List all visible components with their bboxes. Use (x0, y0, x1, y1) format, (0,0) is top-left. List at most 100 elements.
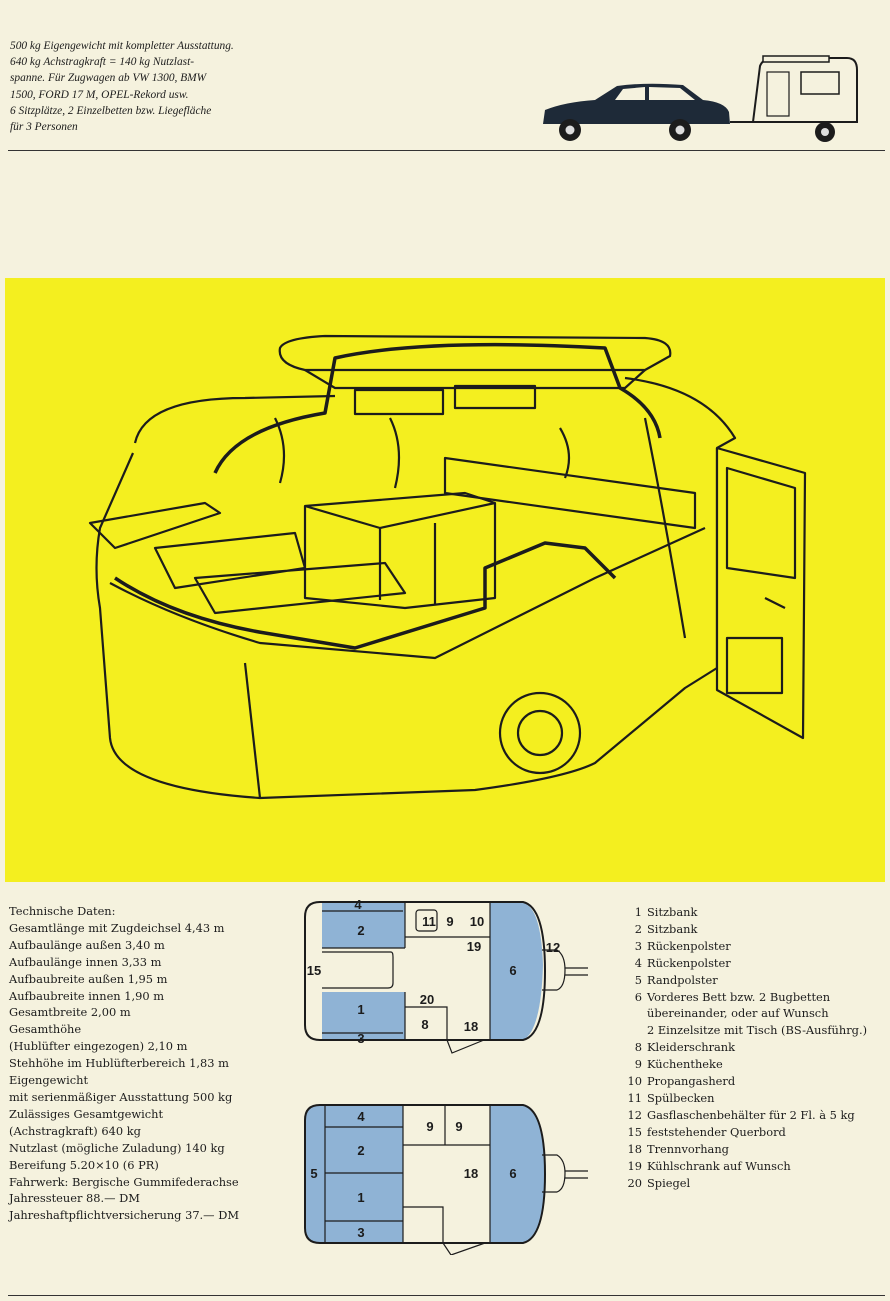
legend-item: 9 Küchentheke (626, 1056, 867, 1073)
plan-a-label-10: 10 (470, 914, 484, 929)
entry-door (715, 446, 807, 740)
legend-text: Randpolster (647, 972, 718, 987)
technical-line: Gesamtlänge mit Zugdeichsel 4,43 m (9, 920, 225, 935)
plan-a-label-15: 15 (307, 963, 321, 978)
plan-a-label-4: 4 (354, 897, 362, 912)
intro-line: 6 Sitzplätze, 2 Einzelbetten bzw. Liegef… (10, 104, 212, 117)
technical-data: Technische Daten: Gesamtlänge mit Zugdei… (9, 903, 239, 1224)
car-with-caravan-illustration (543, 55, 858, 142)
plan-a-label-20: 20 (420, 992, 434, 1007)
legend-number: 11 (627, 1090, 643, 1105)
plan-b-label-5: 5 (310, 1166, 317, 1181)
plan-b-label-1: 1 (357, 1190, 364, 1205)
plan-b-label-6: 6 (509, 1166, 516, 1181)
intro-line: 500 kg Eigengewicht mit kompletter Ausst… (10, 40, 234, 52)
technical-line: Fahrwerk: Bergische Gummifederachse (9, 1174, 239, 1189)
legend-number: 18 (627, 1141, 643, 1156)
technical-line: mit serienmäßiger Ausstattung 500 kg (9, 1089, 233, 1104)
legend-text: Trennvorhang (647, 1141, 729, 1156)
legend-text: feststehender Querbord (647, 1124, 786, 1139)
legend-text: Kühlschrank auf Wunsch (647, 1158, 791, 1173)
legend-number: 12 (627, 1107, 643, 1122)
plan-a-label-8: 8 (421, 1017, 428, 1032)
technical-line: Aufbaubreite außen 1,95 m (9, 971, 168, 986)
legend-number: 5 (634, 972, 642, 987)
plan-b-label-3: 3 (357, 1225, 364, 1240)
technical-line: Stehhöhe im Hublüfterbereich 1,83 m (9, 1056, 229, 1071)
legend-item: 18 Trennvorhang (626, 1141, 867, 1158)
legend-item: 12 Gasflaschenbehälter für 2 Fl. à 5 kg (626, 1107, 867, 1124)
floor-plan-b: 4 2 9 9 5 18 6 1 3 (304, 1104, 588, 1255)
legend-number: 8 (634, 1040, 642, 1055)
plan-a-label-11: 11 (422, 914, 436, 929)
legend-item: 1 Sitzbank (626, 904, 867, 921)
technical-line: Aufbaulänge innen 3,33 m (9, 954, 162, 969)
legend-text: Spülbecken (647, 1090, 715, 1105)
technical-line: Gesamthöhe (9, 1022, 82, 1037)
legend-continuation: übereinander, oder auf Wunsch (647, 1006, 829, 1021)
intro-line: für 3 Personen (10, 121, 78, 134)
intro-line: spanne. Für Zugwagen ab VW 1300, BMW (10, 72, 207, 85)
cutaway-edge (114, 342, 662, 650)
technical-line: Aufbaubreite innen 1,90 m (9, 988, 165, 1003)
technical-line: Aufbaulänge außen 3,40 m (9, 937, 165, 952)
legend-text: Propangasherd (647, 1074, 736, 1089)
legend-text: Rückenpolster (647, 938, 731, 953)
technical-line: Gesamtbreite 2,00 m (9, 1005, 131, 1020)
roof-vent-lid (278, 334, 672, 416)
legend-number: 4 (634, 955, 642, 970)
legend-item: 3 Rückenpolster (626, 938, 867, 955)
legend-number: 19 (627, 1158, 643, 1173)
plan-b-label-18: 18 (464, 1166, 478, 1181)
legend-item: 4 Rückenpolster (626, 955, 867, 972)
legend-text: Spiegel (647, 1175, 691, 1190)
technical-line: Zulässiges Gesamtgewicht (9, 1106, 164, 1121)
technical-line: Nutzlast (mögliche Zuladung) 140 kg (9, 1140, 225, 1155)
legend-text: Gasflaschenbehälter für 2 Fl. à 5 kg (647, 1107, 855, 1122)
plan-a-label-12: 12 (546, 940, 560, 955)
legend-text: Vorderes Bett bzw. 2 Bugbetten (647, 989, 831, 1004)
technical-line: Eigengewicht (9, 1073, 89, 1088)
legend-continuation: 2 Einzelsitze mit Tisch (BS-Ausführg.) (647, 1023, 868, 1038)
plan-a-label-1: 1 (357, 1002, 364, 1017)
plan-a-label-18: 18 (464, 1019, 478, 1034)
interior-furniture (153, 417, 697, 639)
intro-text: 500 kg Eigengewicht mit kompletter Ausst… (10, 38, 300, 135)
legend-number: 20 (627, 1175, 643, 1190)
legend-item: 5 Randpolster (626, 972, 867, 989)
legend-text: Küchentheke (647, 1057, 723, 1072)
legend-text: Kleiderschrank (647, 1040, 736, 1055)
caravan-cutaway-illustration (5, 278, 885, 882)
plan-b-label-9: 9 (455, 1119, 462, 1134)
legend-text: Sitzbank (647, 905, 698, 919)
plan-b-label-9: 9 (426, 1119, 433, 1134)
legend-item: 20 Spiegel (626, 1175, 867, 1192)
plan-a-label-19: 19 (467, 939, 481, 954)
bottom-divider (8, 1295, 885, 1296)
intro-line: 640 kg Achstragkraft = 140 kg Nutzlast- (10, 56, 195, 69)
top-divider (8, 150, 885, 151)
legend-item: 8 Kleiderschrank (626, 1039, 867, 1056)
floor-plan-a: 4 2 11 9 10 19 15 12 6 20 1 8 18 3 (304, 897, 588, 1054)
plan-b-label-4: 4 (357, 1109, 365, 1124)
plan-a-label-6: 6 (509, 963, 516, 978)
caravan-icon (751, 55, 858, 142)
caravan-body (88, 376, 737, 800)
intro-line: 1500, FORD 17 M, OPEL-Rekord usw. (10, 88, 189, 101)
plan-a-label-2: 2 (357, 923, 364, 938)
legend-number: 1 (634, 905, 642, 919)
legend-item: 19 Kühlschrank auf Wunsch (626, 1158, 867, 1175)
plan-b-label-2: 2 (357, 1143, 364, 1158)
technical-line: Jahressteuer 88.— DM (9, 1191, 140, 1206)
legend-number: 3 (634, 938, 642, 953)
legend-number: 9 (634, 1057, 642, 1072)
car-icon (543, 83, 753, 141)
legend-number: 2 (634, 921, 642, 936)
technical-line: (Hublüfter eingezogen) 2,10 m (9, 1039, 188, 1054)
legend-text: Rückenpolster (647, 955, 731, 970)
technical-line: Bereifung 5.20×10 (6 PR) (9, 1157, 159, 1172)
